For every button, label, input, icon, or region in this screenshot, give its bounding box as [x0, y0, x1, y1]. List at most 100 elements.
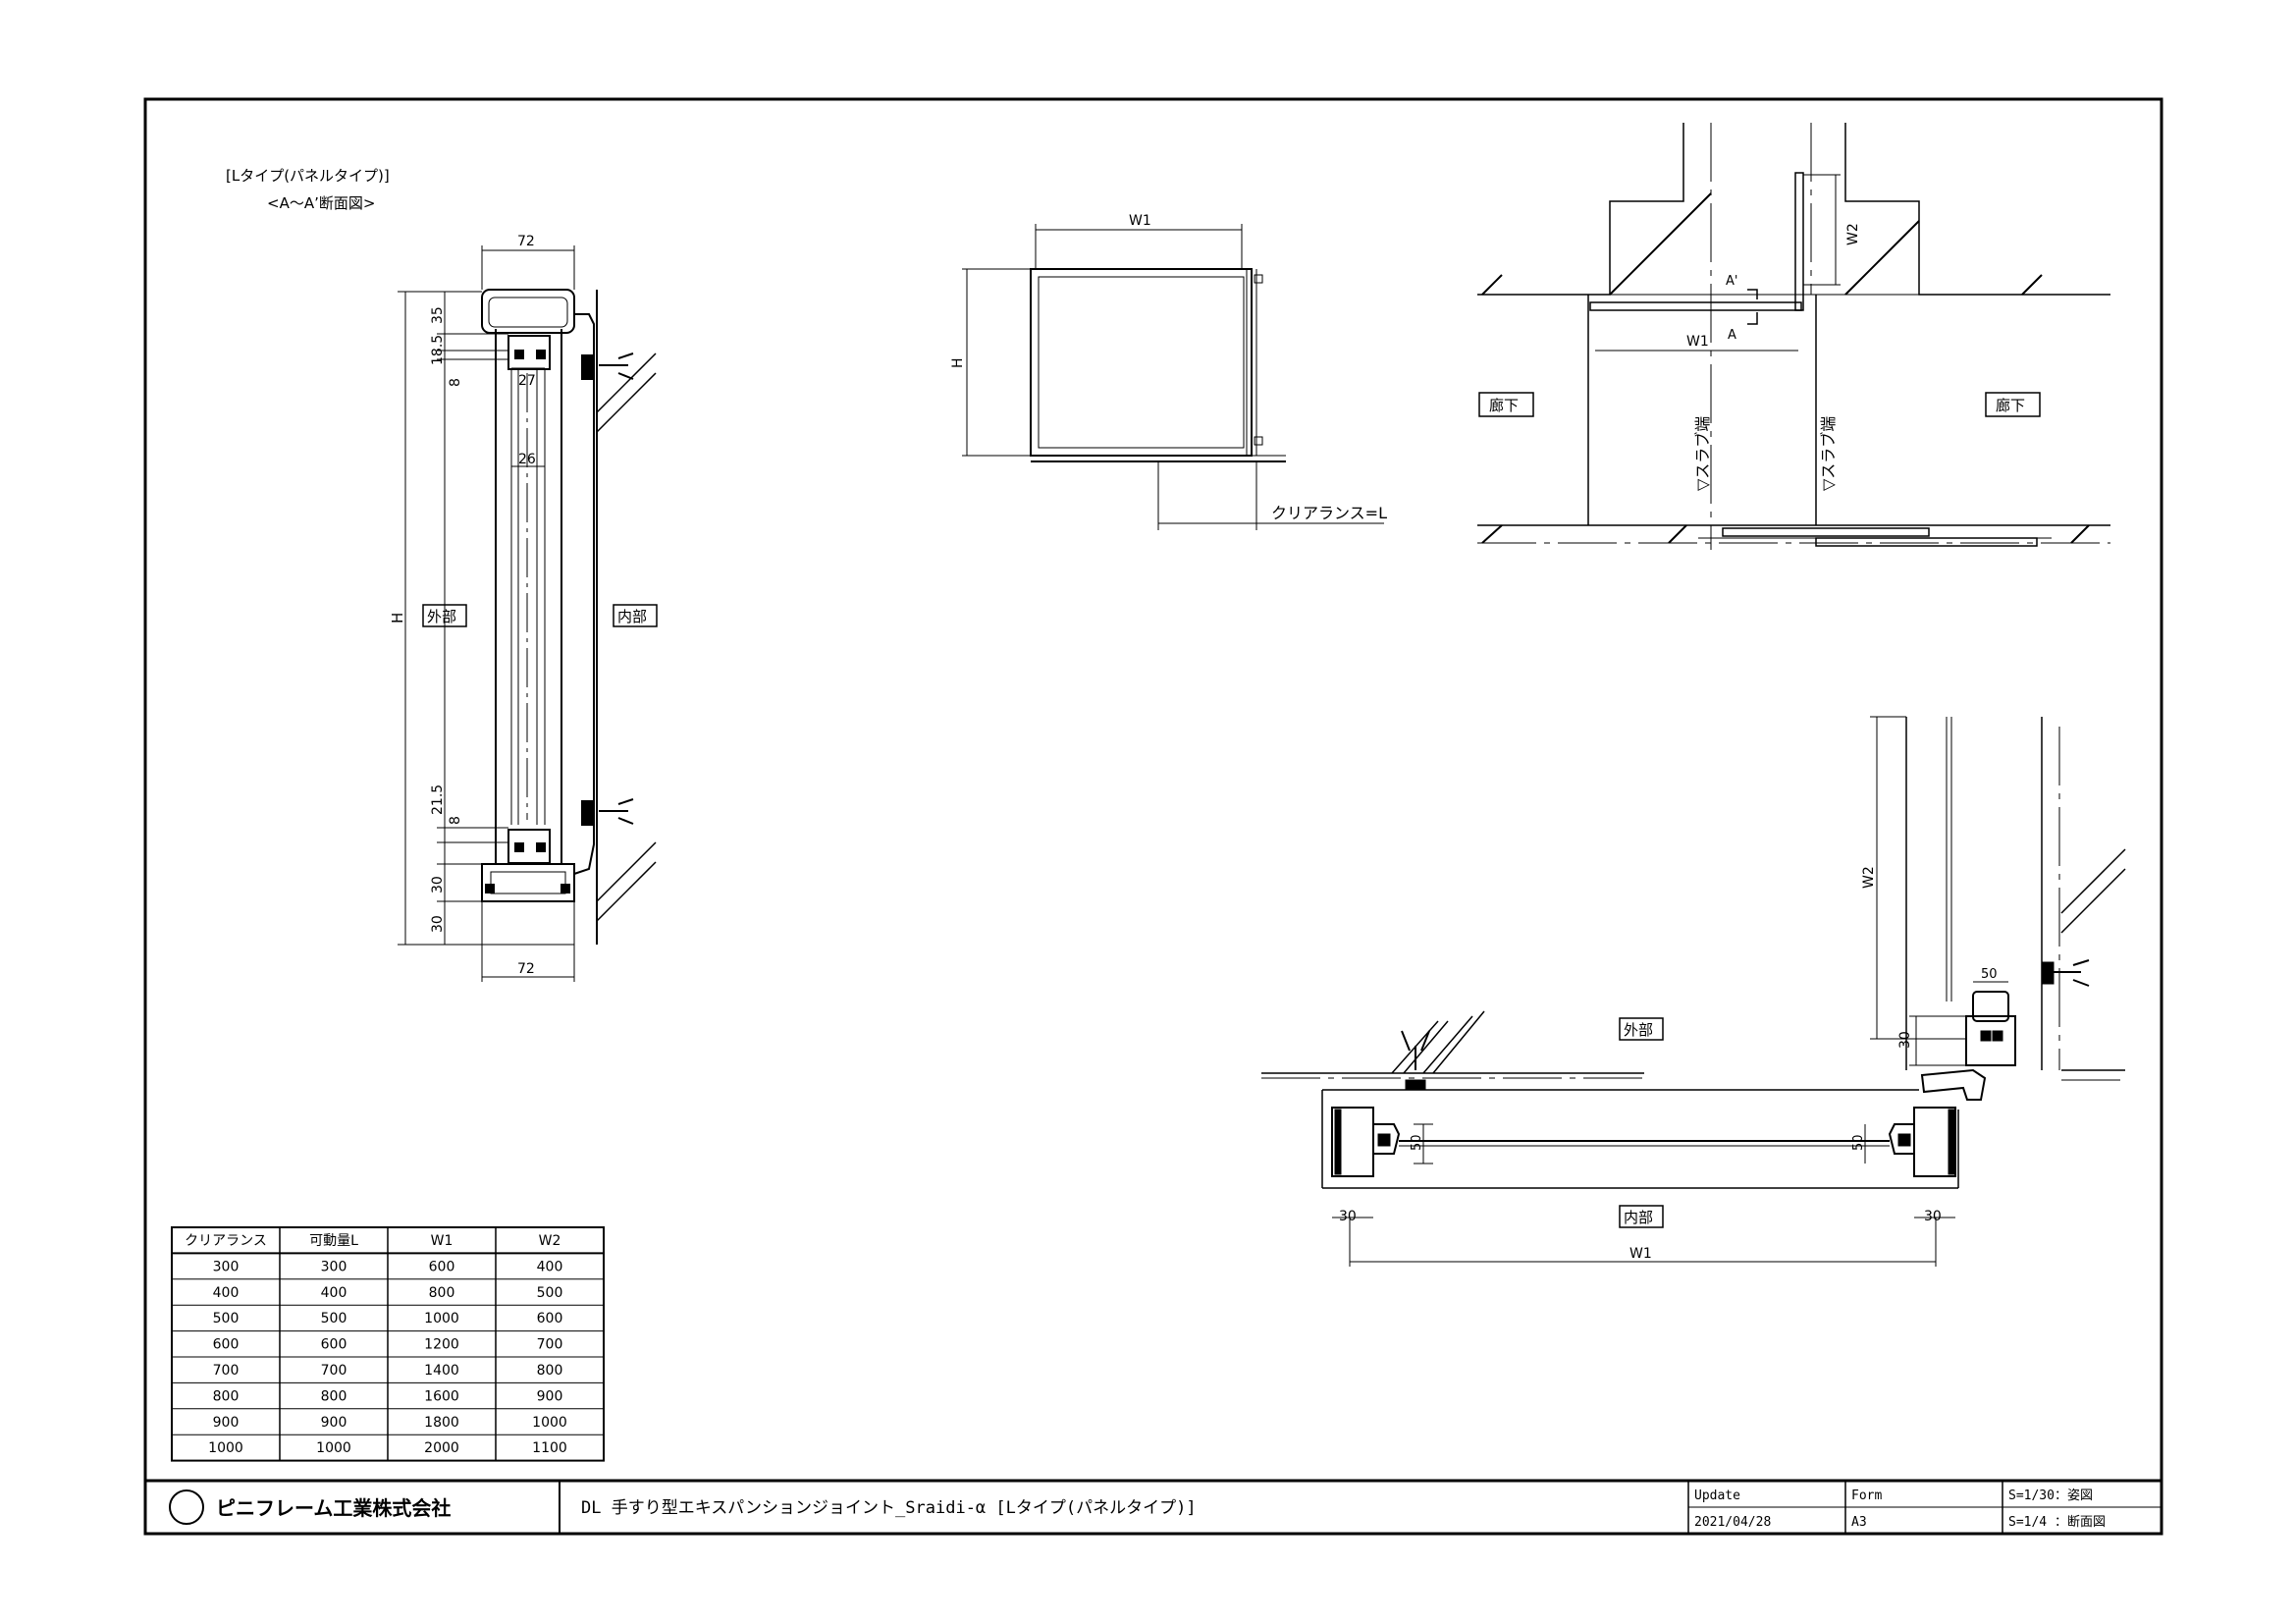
slab-edge-left: ▽スラブ端: [1693, 416, 1712, 491]
corridor-left: 廊下: [1489, 397, 1519, 414]
dim-bottom-72: 72: [517, 961, 535, 977]
table-cell: 2000: [424, 1440, 459, 1456]
dim-26: 26: [518, 452, 536, 467]
table-cell: 700: [321, 1363, 347, 1379]
sheet-border: [143, 97, 2163, 1536]
form-value: A3: [1851, 1515, 1867, 1530]
dim-8-top: 8: [448, 378, 463, 387]
inside-label-box: [613, 604, 658, 627]
panel-frame-outer: [1030, 268, 1253, 457]
table-cell: 900: [321, 1415, 347, 1431]
scale-1: S=1/30：姿図: [2008, 1488, 2093, 1503]
detail-50-a: 50: [1981, 967, 1998, 982]
plan-a-prime: A': [1726, 274, 1737, 289]
detail-outside-box: [1619, 1017, 1664, 1041]
section-subtitle: <A～A’断面図>: [267, 194, 375, 212]
floor-plate: [481, 900, 575, 946]
company-logo: [169, 1489, 204, 1525]
detail-inside-box: [1619, 1205, 1664, 1228]
table-cell: 800: [429, 1285, 455, 1301]
top-clamp: [507, 335, 551, 370]
corridor-right: 廊下: [1996, 397, 2025, 414]
table-header-cell: 可動量L: [309, 1233, 358, 1249]
table-cell: 300: [213, 1259, 240, 1274]
elev-h: H: [950, 357, 966, 368]
table-cell: 600: [537, 1311, 563, 1326]
table-cell: 1000: [208, 1440, 243, 1456]
outside-label-box: [422, 604, 467, 627]
table-cell: 800: [537, 1363, 563, 1379]
dim-21-5: 21.5: [430, 785, 446, 815]
dim-35: 35: [430, 306, 446, 324]
right-rail-profile: [1913, 1107, 1956, 1177]
table-cell: 700: [213, 1363, 240, 1379]
plan-a: A: [1728, 328, 1736, 343]
table-cell: 400: [213, 1285, 240, 1301]
panel-frame-inner: [1038, 276, 1245, 449]
inside-label: 内部: [617, 608, 647, 625]
detail-50-c: 50: [1851, 1134, 1866, 1151]
dim-18-5: 18.5: [430, 335, 446, 365]
update-value: 2021/04/28: [1694, 1515, 1771, 1530]
scale-2: S=1/4 ：断面図: [2008, 1515, 2106, 1530]
detail-w1: W1: [1629, 1246, 1652, 1262]
table-cell: 1000: [532, 1415, 567, 1431]
title-block: [145, 1479, 2162, 1534]
table-cell: 1200: [424, 1337, 459, 1353]
table-cell: 600: [213, 1337, 240, 1353]
dim-27: 27: [518, 373, 536, 389]
dim-30-a: 30: [430, 876, 446, 893]
table-cell: 1100: [532, 1440, 567, 1456]
table-cell: 500: [537, 1285, 563, 1301]
table-cell: 700: [537, 1337, 563, 1353]
corridor-right-box: [1985, 392, 2041, 417]
plan-rail-w2: [1794, 172, 1804, 311]
table-cell: 500: [321, 1311, 347, 1326]
elevation-view: W1 H クリアランス=L: [950, 213, 1387, 530]
drawing-title: DL 手すり型エキスパンションジョイント_Sraidi-α [Lタイプ(パネルタ…: [581, 1498, 1197, 1518]
dim-top-72: 72: [517, 234, 535, 249]
plan-rail-w1: [1589, 301, 1802, 311]
table-cell: 1000: [424, 1311, 459, 1326]
elev-clearance: クリアランス=L: [1271, 504, 1387, 522]
table-cell: 1400: [424, 1363, 459, 1379]
slab-outline-left: [1477, 123, 1684, 296]
dim-30-b: 30: [430, 915, 446, 933]
detail-30-b: 30: [1339, 1209, 1357, 1224]
table-header-cell: W1: [431, 1233, 454, 1249]
plan-view: [1477, 123, 2110, 550]
dim-h: H: [389, 613, 406, 623]
slab-outline-right: [1844, 123, 2110, 296]
corridor-left-box: [1478, 392, 1534, 417]
table-cell: 600: [429, 1259, 455, 1274]
table-cell: 400: [537, 1259, 563, 1274]
detail-w2: W2: [1861, 866, 1877, 889]
table-cell: 1600: [424, 1388, 459, 1404]
wall-hatch: [596, 352, 657, 922]
table-cell: 300: [321, 1259, 347, 1274]
elevation-dimensions: [962, 224, 1384, 530]
post-profile: [1965, 1015, 2016, 1066]
company-name: ピニフレーム工業株式会社: [216, 1496, 451, 1520]
detail-inside: 内部: [1624, 1209, 1653, 1226]
slab-edge-right: ▽スラブ端: [1819, 416, 1838, 491]
table-cell: 900: [537, 1388, 563, 1404]
section-dimensions: [398, 245, 575, 982]
table-header-cell: クリアランス: [185, 1233, 267, 1249]
elev-w1: W1: [1129, 213, 1151, 229]
section-view: [Lタイプ(パネルタイプ)] <A～A’断面図>: [226, 167, 658, 982]
detail-30-c: 30: [1924, 1209, 1942, 1224]
table-cell: 1800: [424, 1415, 459, 1431]
table-cell: 800: [213, 1388, 240, 1404]
plan-rail-bottom: [1722, 527, 1930, 537]
dim-8-bottom: 8: [448, 816, 463, 825]
update-label: Update: [1694, 1489, 1740, 1503]
table-cell: 1000: [316, 1440, 351, 1456]
table-cell: 500: [213, 1311, 240, 1326]
table-cell: 800: [321, 1388, 347, 1404]
outside-label: 外部: [427, 608, 456, 625]
table-header-cell: W2: [539, 1233, 561, 1249]
left-rail-profile: [1331, 1107, 1374, 1177]
table-cell: 900: [213, 1415, 240, 1431]
